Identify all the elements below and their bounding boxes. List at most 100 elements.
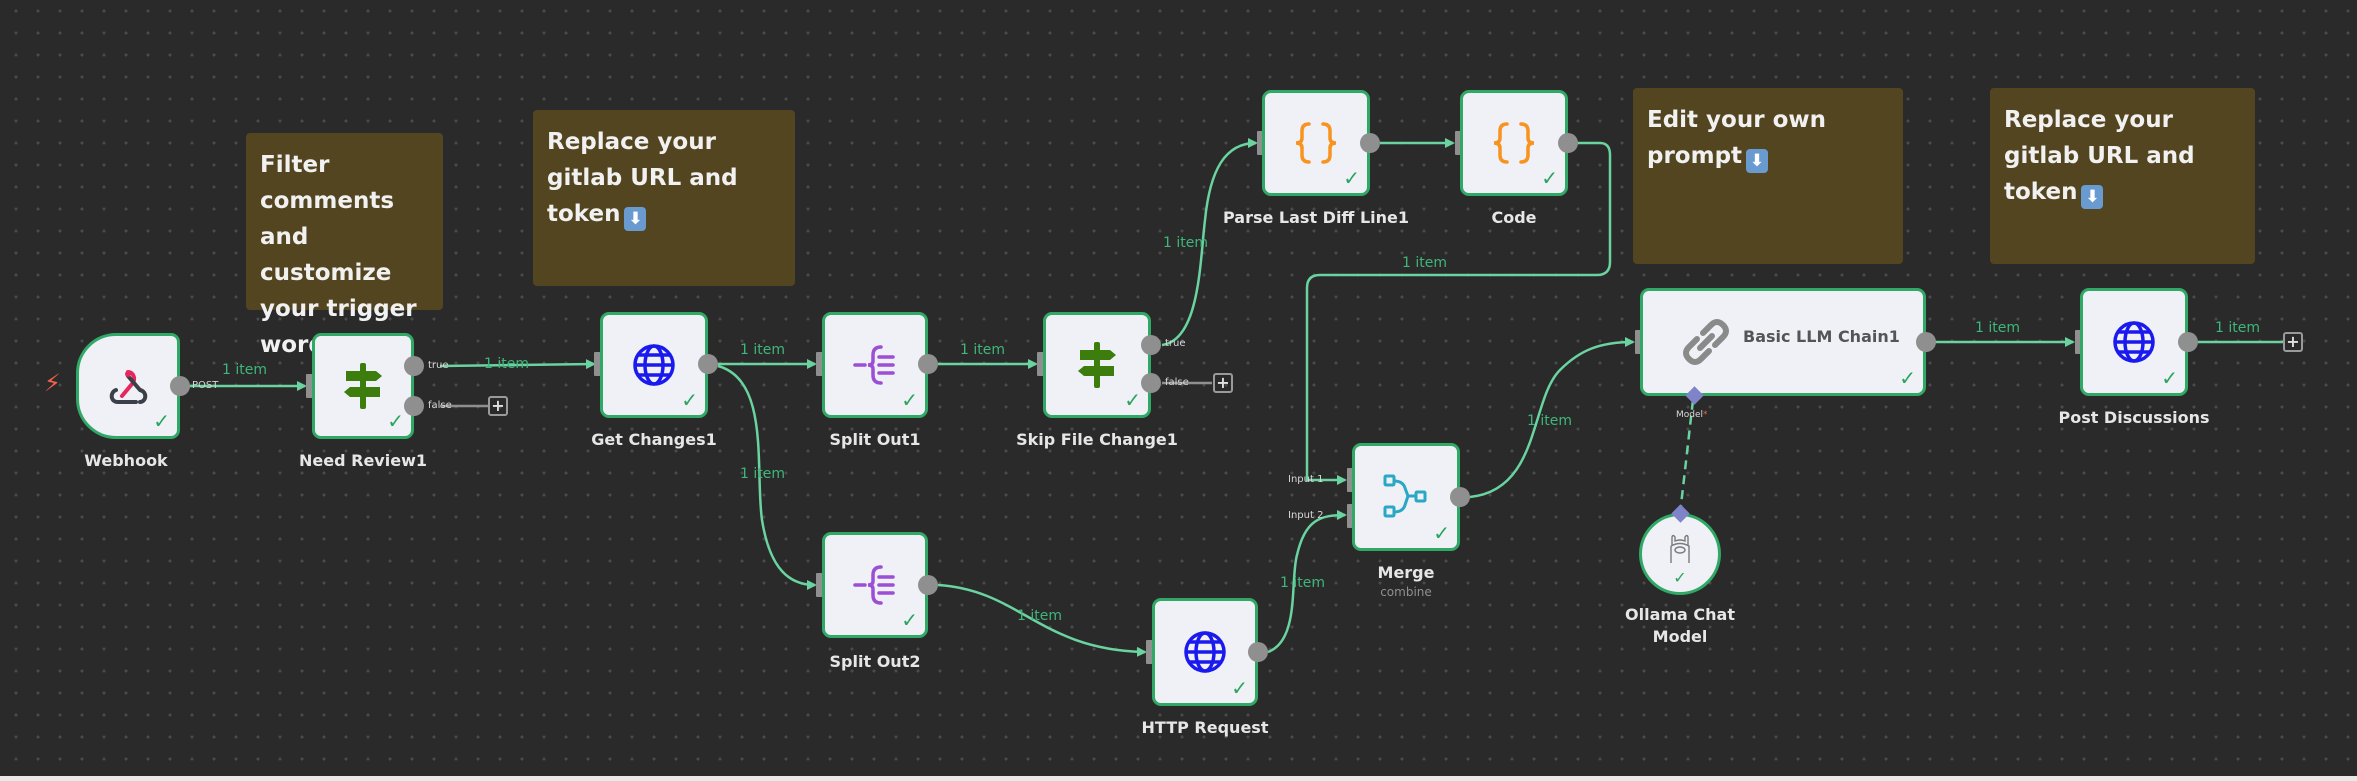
output-handle[interactable] [170, 376, 190, 396]
node-get-changes[interactable]: ✓ [600, 312, 708, 418]
add-node-button[interactable]: + [1213, 373, 1233, 393]
sticky-line: Replace your [547, 129, 716, 155]
merge-icon [1383, 474, 1427, 518]
sticky-line: prompt [1647, 143, 1743, 169]
node-basic-llm-chain[interactable]: Basic LLM Chain1 ✓ [1640, 288, 1926, 396]
edge-merge-llm[interactable] [1469, 337, 1635, 499]
node-label-http-request: HTTP Request [1141, 718, 1269, 737]
input-handle[interactable] [816, 352, 825, 376]
sticky-note-gitlab-url-1[interactable]: Replace your gitlab URL and token⬇ [533, 110, 795, 286]
output-handle-false[interactable] [1141, 373, 1161, 393]
node-webhook[interactable]: ✓ [76, 333, 180, 439]
node-http-request[interactable]: ✓ [1152, 598, 1258, 706]
sticky-line: and customize [260, 224, 392, 286]
edge-splitout2-http[interactable] [937, 583, 1147, 657]
node-label-basic-llm-chain: Basic LLM Chain1 [1743, 327, 1900, 346]
port-label-post: POST [192, 380, 219, 391]
output-handle[interactable] [1916, 332, 1936, 352]
input-handle[interactable] [1455, 131, 1464, 155]
output-handle[interactable] [2178, 332, 2198, 352]
input-handle-2[interactable] [1347, 504, 1356, 528]
edge-label: 1 item [2215, 320, 2260, 336]
node-label-get-changes: Get Changes1 [591, 430, 717, 449]
input-handle[interactable] [1257, 131, 1266, 155]
input-handle[interactable] [594, 352, 603, 376]
edge-code-merge[interactable] [1305, 141, 1612, 485]
node-label-need-review: Need Review1 [299, 451, 427, 470]
port-label-model: Model* [1676, 410, 1708, 420]
output-handle-false[interactable] [404, 396, 424, 416]
input-handle[interactable] [1635, 330, 1644, 354]
node-label-split-out2: Split Out2 [829, 652, 921, 671]
input-handle[interactable] [2075, 330, 2084, 354]
edge-skipfile-parse[interactable] [1161, 138, 1258, 347]
success-check-icon: ✓ [901, 388, 918, 412]
node-ollama-chat-model[interactable]: ✓ [1639, 513, 1721, 595]
node-merge[interactable]: ✓ [1352, 443, 1460, 551]
sticky-line: Filter comments [260, 152, 395, 214]
sticky-note-edit-prompt[interactable]: Edit your own prompt⬇ [1633, 88, 1903, 264]
port-label-input-2: Input 2 [1288, 510, 1324, 521]
edge-label: 1 item [960, 342, 1005, 358]
output-handle-true[interactable] [404, 356, 424, 376]
webhook-icon [109, 370, 148, 404]
edge-getchanges-splitout2[interactable] [717, 364, 817, 590]
sticky-line: token [2004, 179, 2078, 205]
sticky-note-filter-comments[interactable]: Filter comments and customize your trigg… [246, 133, 443, 362]
link-icon [1683, 319, 1729, 365]
sticky-line: gitlab URL and [2004, 143, 2195, 169]
port-label-input-1: Input 1 [1288, 474, 1324, 485]
success-check-icon: ✓ [1541, 166, 1558, 190]
sticky-line: your trigger [260, 296, 417, 322]
output-handle[interactable] [1248, 642, 1268, 662]
input-handle[interactable] [1037, 352, 1046, 376]
success-check-icon: ✓ [1231, 676, 1248, 700]
arrow-down-emoji-icon: ⬇ [624, 207, 647, 231]
llama-icon [1670, 535, 1690, 564]
trigger-bolt-icon: ⚡ [44, 369, 61, 397]
canvas-bottom-border [0, 776, 2357, 781]
output-handle[interactable] [1558, 133, 1578, 153]
sticky-note-gitlab-url-2[interactable]: Replace your gitlab URL and token⬇ [1990, 88, 2255, 264]
node-split-out2[interactable]: ✓ [822, 532, 928, 638]
globe-icon [1184, 631, 1226, 673]
node-label-merge: Merge [1377, 563, 1435, 582]
edge-http-merge[interactable] [1267, 510, 1347, 654]
node-label-ollama-line1: Ollama Chat [1625, 605, 1735, 624]
input-handle[interactable] [306, 374, 315, 398]
arrow-down-emoji-icon: ⬇ [1746, 149, 1769, 173]
node-post-discussions[interactable]: ✓ [2080, 288, 2188, 396]
output-handle[interactable] [1360, 133, 1380, 153]
node-parse-last-diff[interactable]: ✓ [1262, 90, 1370, 196]
add-node-button[interactable]: + [2283, 332, 2303, 352]
edge-label: 1 item [740, 342, 785, 358]
add-node-button[interactable]: + [488, 396, 508, 416]
edge-label: 1 item [1163, 235, 1208, 251]
output-handle[interactable] [698, 354, 718, 374]
edge-label: 1 item [1402, 255, 1447, 271]
input-handle[interactable] [1146, 640, 1155, 664]
output-handle-true[interactable] [1141, 335, 1161, 355]
code-braces-icon [1493, 122, 1535, 164]
node-code[interactable]: ✓ [1460, 90, 1568, 196]
node-need-review[interactable]: ✓ [312, 333, 414, 439]
input-handle[interactable] [816, 573, 825, 597]
node-label-ollama-line2: Model [1652, 627, 1708, 646]
port-label-true: true [1165, 338, 1186, 349]
success-check-icon: ✓ [1124, 388, 1141, 412]
node-sublabel-merge: combine [1380, 585, 1432, 599]
node-label-parse-last-diff: Parse Last Diff Line1 [1222, 208, 1410, 227]
edge-needreview-getchanges[interactable] [439, 359, 596, 370]
node-split-out1[interactable]: ✓ [822, 312, 928, 418]
input-handle-1[interactable] [1347, 468, 1356, 492]
required-indicator: * [1703, 410, 1708, 420]
edge-label: 1 item [1975, 320, 2020, 336]
arrow-down-emoji-icon: ⬇ [2081, 185, 2104, 209]
output-handle[interactable] [918, 575, 938, 595]
edge-ollama-llm[interactable] [1678, 399, 1695, 515]
node-skip-file-change[interactable]: ✓ [1043, 312, 1151, 418]
output-handle[interactable] [1450, 487, 1470, 507]
output-handle[interactable] [918, 354, 938, 374]
success-check-icon: ✓ [1673, 568, 1687, 587]
node-label-webhook: Webhook [84, 451, 168, 470]
